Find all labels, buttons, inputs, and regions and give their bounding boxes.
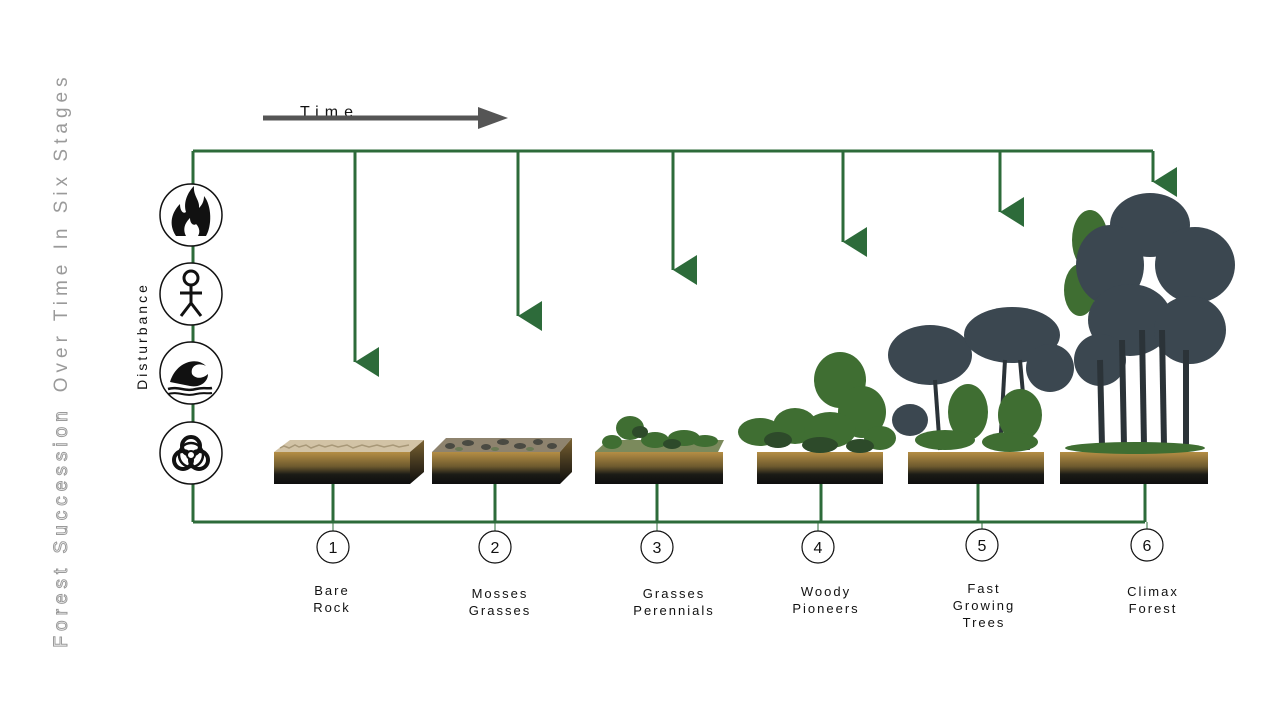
stage-number-1: 1 (316, 530, 350, 564)
person-icon (159, 262, 223, 326)
stage-label-4: Woody Pioneers (792, 584, 860, 616)
soil-block-3 (595, 416, 724, 484)
stage-numbers: 1 2 3 4 5 6 (316, 528, 1164, 564)
soil-block-4 (738, 352, 896, 484)
wave-icon (159, 341, 223, 405)
time-arrow (263, 107, 508, 129)
biohazard-icon (159, 421, 223, 485)
soil-block-1 (274, 440, 424, 484)
stage-number-4: 4 (801, 530, 835, 564)
soil-block-6 (1060, 193, 1235, 484)
svg-text:6: 6 (1143, 538, 1152, 555)
stage-label-2: Mosses Grasses (468, 586, 532, 618)
stage-label-5: Fast Growing Trees (952, 581, 1016, 630)
stage-number-2: 2 (478, 530, 512, 564)
fire-icon (159, 183, 223, 247)
svg-text:2: 2 (491, 540, 500, 557)
stage-number-5: 5 (965, 528, 999, 562)
svg-text:1: 1 (329, 540, 338, 557)
disturbance-icons (159, 183, 223, 485)
svg-text:4: 4 (814, 540, 823, 557)
soil-blocks (274, 193, 1235, 484)
svg-text:5: 5 (978, 538, 987, 555)
svg-text:3: 3 (653, 540, 662, 557)
soil-block-5 (888, 307, 1074, 484)
stage-number-6: 6 (1130, 528, 1164, 562)
drop-arrows (353, 151, 1177, 377)
soil-block-2 (432, 438, 572, 484)
stage-label-6: Climax Forest (1127, 584, 1179, 616)
stage-number-3: 3 (640, 530, 674, 564)
stage-label-3: Grasses Perennials (633, 586, 715, 618)
stage-label-1: Bare Rock (313, 583, 351, 615)
